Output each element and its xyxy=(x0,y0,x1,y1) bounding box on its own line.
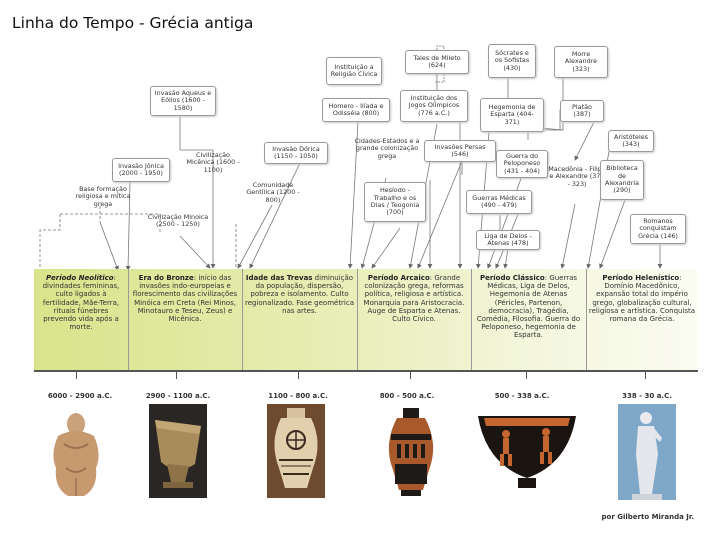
base-formacao-note: Base formação religiosa e mítica grega xyxy=(70,186,136,208)
hellenistic-statue-image xyxy=(618,404,676,500)
period-divider xyxy=(128,269,129,371)
period-classico-text: : Guerras Médicas, Liga de Delos, Hegemo… xyxy=(477,274,580,339)
period-date: 500 - 338 a.C. xyxy=(472,392,572,400)
period-helenistico-name: Período Helenístico xyxy=(602,274,679,282)
credit-text: por Gilberto Miranda Jr. xyxy=(602,513,694,521)
period-classico-name: Período Clássico xyxy=(480,274,545,282)
neolithic-figurine-image xyxy=(40,404,112,502)
period-date: 1100 - 800 a.C. xyxy=(248,392,348,400)
event-jogos-olimpicos: Instituição dos Jogos Olímpicos (776 a.C… xyxy=(400,90,468,122)
event-romanos: Romanos conquistam Grécia (146) xyxy=(630,214,686,244)
black-figure-amphora-image xyxy=(383,404,439,500)
period-bronze-name: Era do Bronze xyxy=(139,274,194,282)
geometric-amphora-image xyxy=(267,404,325,498)
event-civilizacao-micenica: Civilização Micênica (1600 - 1100) xyxy=(182,152,244,174)
period-helenistico: Período Helenístico: Domínio Macedônico,… xyxy=(588,274,696,366)
event-invasao-dorica: Invasão Dórica (1150 - 1050) xyxy=(264,142,328,164)
event-hegemonia-esparta: Hegemonia de Esparta (404-371) xyxy=(480,98,544,132)
event-instituicao-religiao: Instituição a Religião Cívica xyxy=(326,57,382,85)
event-invasao-aqueus: Invasão Aqueus e Eólios (1600 - 1580) xyxy=(150,86,216,116)
event-platao: Platão (387) xyxy=(560,100,604,122)
period-arcaico-name: Período Arcaico xyxy=(368,274,430,282)
period-divider xyxy=(242,269,243,371)
timeline-axis xyxy=(34,370,698,372)
period-neolitico-text: : divindades femininas, culto ligados à … xyxy=(43,274,120,331)
event-macedonia: Macedônia - Filipe e Alexandre (379 - 32… xyxy=(548,166,606,188)
timeline-tick xyxy=(298,370,299,379)
period-neolitico-name: Período Neolítico xyxy=(46,274,114,282)
timeline-tick xyxy=(410,370,411,379)
red-figure-kylix-image xyxy=(476,404,578,498)
period-date: 6000 - 2900 a.C. xyxy=(30,392,130,400)
period-divider xyxy=(357,269,358,371)
period-date: 338 - 30 a.C. xyxy=(597,392,697,400)
period-arcaico: Período Arcaico: Grande colonização greg… xyxy=(359,274,469,366)
event-cidades-estados: Cidades-Estados e a grande colonização g… xyxy=(352,138,422,160)
period-date: 2900 - 1100 a.C. xyxy=(128,392,228,400)
event-civilizacao-minoica: Civilização Minoica (2500 - 1250) xyxy=(142,214,214,229)
timeline-tick xyxy=(76,370,77,379)
period-bronze: Era do Bronze: início das invasões indo-… xyxy=(130,274,240,366)
period-divider xyxy=(586,269,587,371)
event-aristoteles: Aristóteles (343) xyxy=(608,130,654,152)
event-guerras-medicas: Guerras Médicas (490 - 479) xyxy=(466,190,532,214)
period-trevas: Idade das Trevas diminuição da população… xyxy=(244,274,355,366)
period-trevas-name: Idade das Trevas xyxy=(246,274,313,282)
event-morre-alexandre: Morre Alexandre (323) xyxy=(554,46,608,78)
event-homero: Homero - Ilíada e Odisséia (800) xyxy=(322,98,390,122)
period-bronze-text: : início das invasões indo-europeias e f… xyxy=(133,274,237,323)
event-hesiodo: Hesíodo - Trabalho e os Dias / Teogonia … xyxy=(364,182,426,222)
period-date: 800 - 500 a.C. xyxy=(357,392,457,400)
event-invasao-jonica: Invasão Jônica (2000 - 1950) xyxy=(112,158,170,182)
event-comunidade-gentilica: Comunidade Gentílica (1200 - 800) xyxy=(238,182,308,204)
timeline-tick xyxy=(176,370,177,379)
period-neolitico: Período Neolítico: divindades femininas,… xyxy=(36,274,126,366)
event-liga-delos: Liga de Delos - Atenas (478) xyxy=(476,230,540,250)
timeline-tick xyxy=(645,370,646,379)
timeline-tick xyxy=(526,370,527,379)
event-invasoes-persas: Invasões Persas (546) xyxy=(424,140,496,162)
event-biblioteca: Biblioteca de Alexandria (290) xyxy=(600,160,644,200)
event-socrates: Sócrates e os Sofistas (430) xyxy=(488,44,536,78)
period-arcaico-text: : Grande colonização grega, reformas pol… xyxy=(364,274,465,323)
period-divider xyxy=(471,269,472,371)
bronze-age-vessel-image xyxy=(149,404,207,498)
period-helenistico-text: : Domínio Macedônico, expansão total do … xyxy=(589,274,695,323)
period-classico: Período Clássico: Guerras Médicas, Liga … xyxy=(473,274,584,366)
event-guerra-peloponeso: Guerra do Peloponeso (431 - 404) xyxy=(496,150,548,178)
event-tales: Tales de Mileto (624) xyxy=(405,50,469,74)
